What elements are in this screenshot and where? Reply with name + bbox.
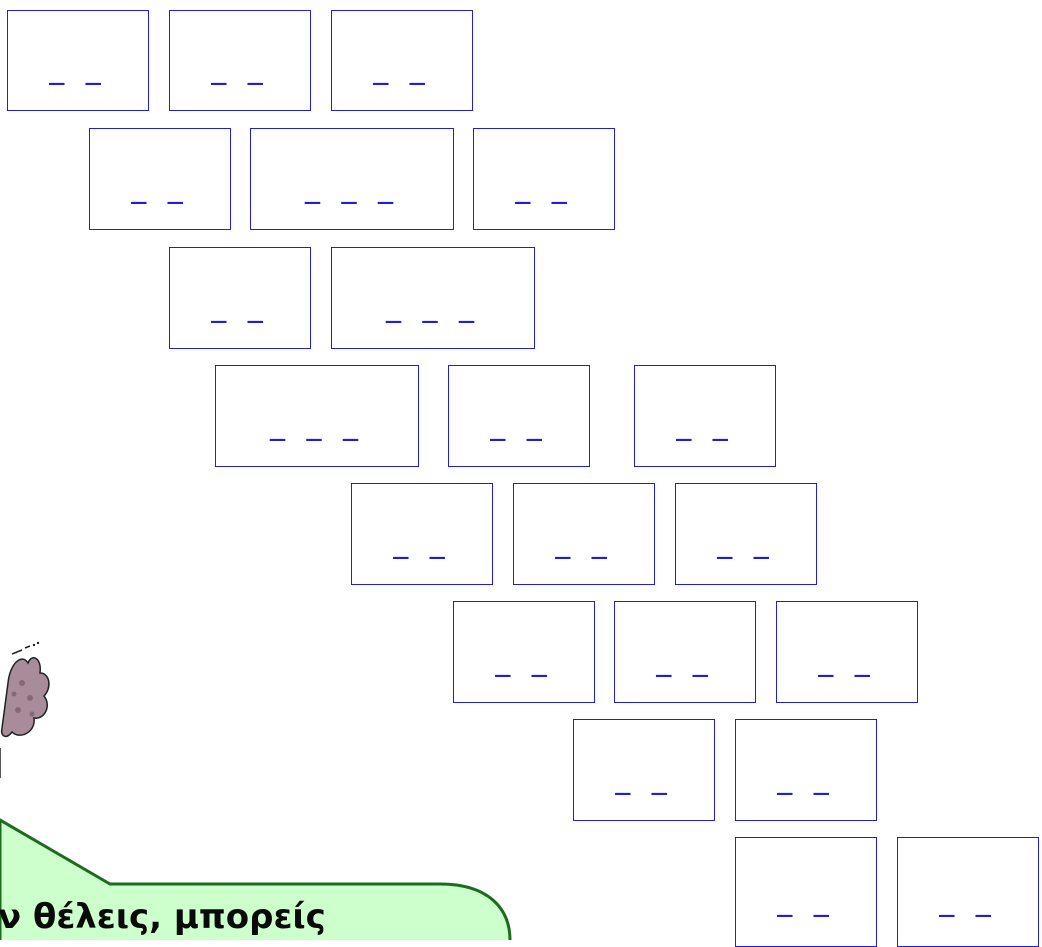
word-blanks: _ _	[676, 407, 734, 442]
word-box[interactable]: _ _	[331, 10, 473, 111]
word-box[interactable]: _ _	[675, 483, 817, 585]
word-blanks: _ _	[717, 525, 775, 560]
word-blanks: _ _	[131, 170, 189, 205]
word-blanks: _ _	[615, 761, 673, 796]
word-blanks: _ _ _	[270, 407, 364, 442]
word-box[interactable]: _ _ _	[331, 247, 535, 349]
word-blanks: _ _	[49, 51, 107, 86]
word-blanks: _ _	[495, 643, 553, 678]
word-blanks: _ _	[211, 51, 269, 86]
word-box[interactable]: _ _	[89, 128, 231, 230]
word-box[interactable]: _ _	[448, 365, 590, 467]
word-blanks: _ _	[373, 51, 431, 86]
word-box[interactable]: _ _	[169, 247, 311, 349]
speech-bubble-text: ν θέλεις, μπορείς	[0, 900, 518, 940]
word-blanks: _ _	[515, 170, 573, 205]
word-box[interactable]: _ _	[7, 10, 149, 111]
word-box[interactable]: _ _	[169, 10, 311, 111]
word-box[interactable]: _ _	[735, 837, 877, 947]
word-blanks: _ _ _	[386, 289, 480, 324]
word-box[interactable]: _ _ _	[215, 365, 419, 467]
word-blanks: _ _	[818, 643, 876, 678]
word-blanks: _ _	[393, 525, 451, 560]
word-box[interactable]: _ _	[634, 365, 776, 467]
word-box[interactable]: _ _	[897, 837, 1039, 947]
word-box[interactable]: _ _	[735, 719, 877, 821]
word-blanks: _ _	[555, 525, 613, 560]
word-box[interactable]: _ _	[473, 128, 615, 230]
word-box[interactable]: _ _	[573, 719, 715, 821]
word-box[interactable]: _ _ _	[250, 128, 454, 230]
word-box[interactable]: _ _	[351, 483, 493, 585]
word-box[interactable]: _ _	[776, 601, 918, 703]
word-blanks: _ _	[777, 761, 835, 796]
word-blanks: _ _	[656, 643, 714, 678]
word-blanks: _ _	[777, 883, 835, 918]
word-blanks: _ _ _	[305, 170, 399, 205]
word-box[interactable]: _ _	[453, 601, 595, 703]
word-blanks: _ _	[939, 883, 997, 918]
word-blanks: _ _	[211, 289, 269, 324]
word-box[interactable]: _ _	[614, 601, 756, 703]
word-blanks: _ _	[490, 407, 548, 442]
cartoon-character-illustration	[0, 628, 70, 778]
word-box[interactable]: _ _	[513, 483, 655, 585]
